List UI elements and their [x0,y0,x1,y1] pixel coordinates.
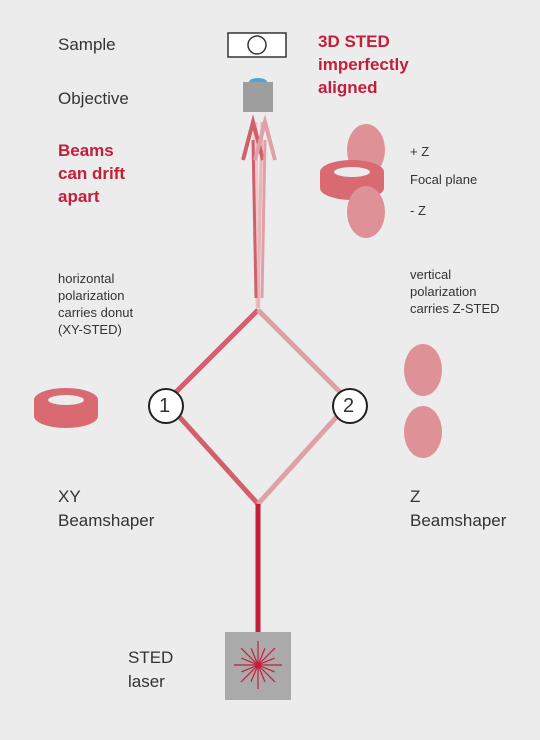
beamshaper-2-number: 2 [343,395,355,417]
focal-plane-label: Focal plane [410,172,478,187]
sample-slide-icon [227,32,287,58]
laser-ray [257,648,266,666]
beams-drift-label: Beams can drift apart [58,141,126,206]
sted-laser-label: STED laser [128,648,174,691]
beamshaper-2-circle [332,388,368,424]
objective-icon [243,78,273,112]
beamshaper-1-number: 1 [159,395,171,417]
laser-ray [241,664,259,673]
laser-ray [250,648,259,666]
laser-starburst-icon [225,632,291,700]
laser-ray [257,664,275,673]
laser-ray [257,664,276,683]
upward-beams [241,114,277,309]
focal-donut-lobes [320,124,385,238]
laser-ray [240,647,259,666]
laser-ray [240,664,259,683]
laser-ray [250,664,259,682]
z-lobes-icon [404,344,442,458]
plus-z-label: + Z [410,144,430,159]
laser-ray [257,664,266,682]
vertical-polarization-label: vertical polarization carries Z-STED [410,267,500,316]
z-beamshaper-label: Z Beamshaper [410,487,507,530]
title-imperfectly-aligned: 3D STED imperfectly aligned [318,32,409,97]
laser-ray [257,657,275,666]
donut-icon [34,388,98,428]
objective-label: Objective [58,89,129,108]
laser-ray [241,657,259,666]
xy-beamshaper-label: XY Beamshaper [58,487,155,530]
laser-ray [257,647,276,666]
sample-label: Sample [58,35,116,54]
horizontal-polarization-label: horizontal polarization carries donut (X… [58,271,134,337]
beamshaper-1-circle [148,388,184,424]
minus-z-label: - Z [410,203,426,218]
beam-diamond [164,308,352,506]
